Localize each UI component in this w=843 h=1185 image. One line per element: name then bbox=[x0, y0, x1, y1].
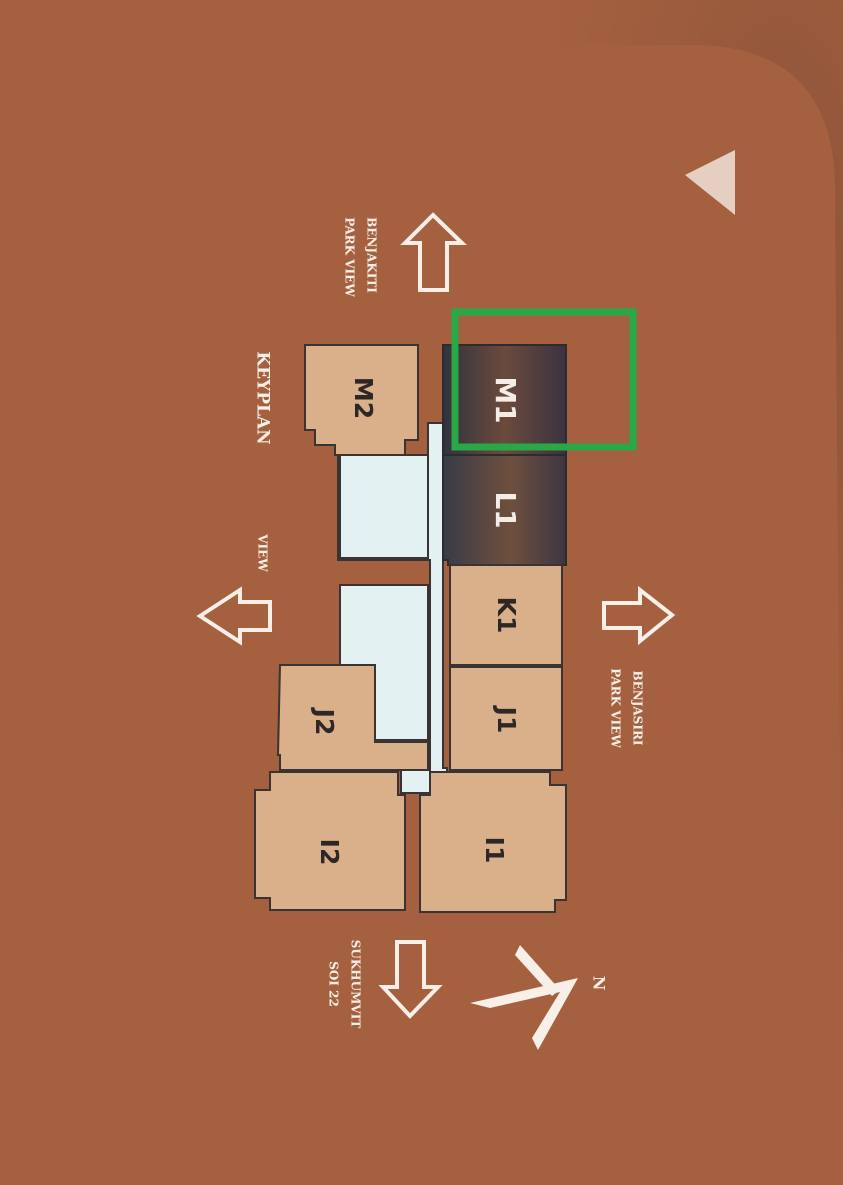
arrow-right-icon bbox=[602, 585, 676, 646]
unit-j1[interactable]: J1 bbox=[449, 666, 563, 771]
unit-m1[interactable]: M1 bbox=[442, 344, 567, 456]
view-left-label: VIEW bbox=[256, 533, 270, 572]
unit-l1-label: L1 bbox=[489, 491, 522, 528]
arrow-left-icon bbox=[196, 586, 272, 646]
unit-j2-label: J2 bbox=[310, 707, 339, 736]
arrow-down-icon bbox=[378, 940, 443, 1019]
unit-k1-label: K1 bbox=[492, 597, 521, 634]
north-label: N bbox=[590, 976, 609, 991]
view-top-line1: BENJAKITI bbox=[365, 217, 379, 293]
unit-j1-label: J1 bbox=[492, 705, 521, 734]
unit-l1[interactable]: L1 bbox=[442, 454, 567, 566]
arrow-up-icon bbox=[400, 212, 467, 292]
unit-m2[interactable]: M2 bbox=[304, 344, 419, 456]
keyplan-title: KEYPLAN bbox=[253, 351, 273, 444]
m1-highlight-box bbox=[451, 308, 637, 451]
view-bottom-line2: SOI 22 bbox=[327, 961, 341, 1007]
unit-i1[interactable]: I1 bbox=[419, 771, 567, 913]
unit-i2-label: I2 bbox=[315, 839, 344, 866]
unit-k1[interactable]: K1 bbox=[449, 564, 563, 666]
view-bottom-line1: SUKHUMVIT bbox=[349, 940, 363, 1029]
view-right-line1: BENJASIRI bbox=[631, 670, 645, 745]
view-right-line2: PARK VIEW bbox=[609, 668, 623, 748]
unit-i2[interactable]: I2 bbox=[254, 771, 406, 911]
unit-m2-label: M2 bbox=[349, 377, 378, 419]
unit-m1-label: M1 bbox=[489, 376, 522, 423]
unit-i1-label: I1 bbox=[480, 837, 509, 864]
page-corner-mark bbox=[685, 150, 735, 215]
unit-j2[interactable]: J2 bbox=[276, 664, 429, 771]
view-top-line2: PARK VIEW bbox=[343, 217, 357, 297]
north-arrow-icon: N bbox=[470, 945, 609, 1050]
